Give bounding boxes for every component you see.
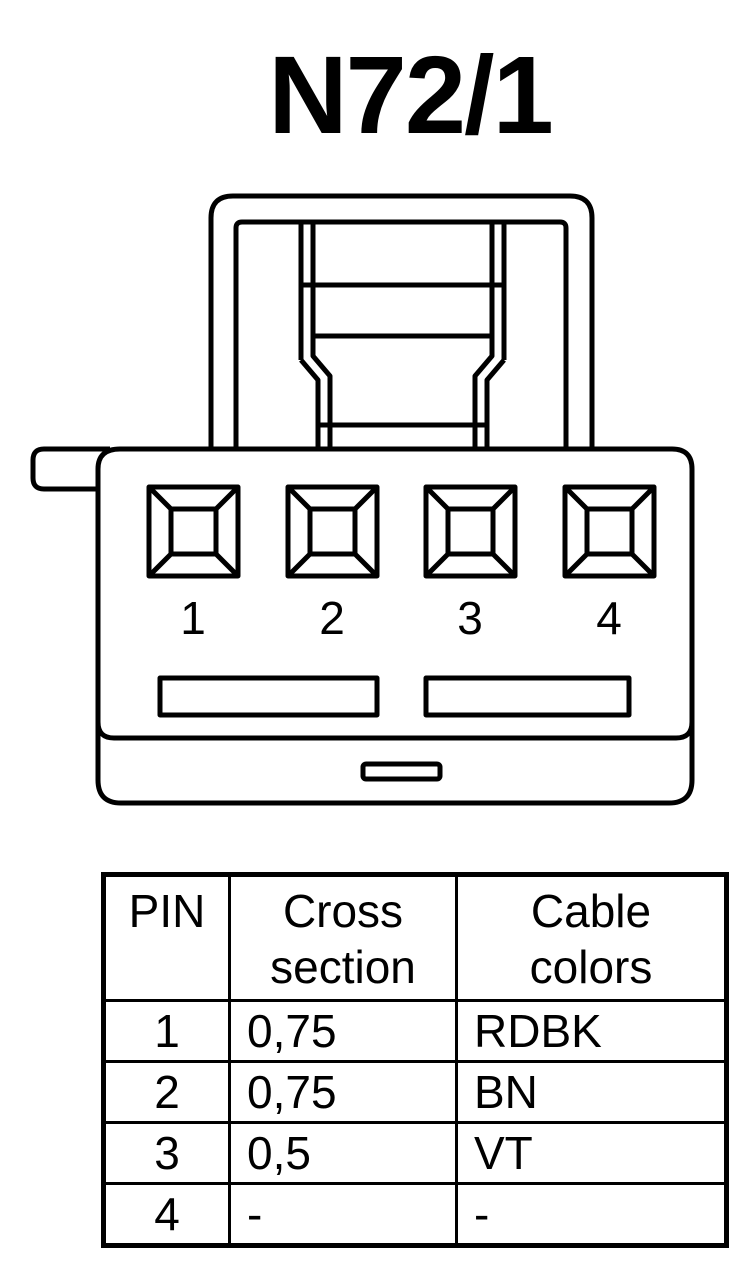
cell-pin: 3 (102, 1121, 231, 1185)
pin-label-2: 2 (319, 592, 345, 644)
header-cable-colors-line1: Cable (530, 885, 652, 937)
header-cable-colors: Cable colors (455, 873, 728, 1002)
connector-diagram: 1 2 3 4 (30, 193, 695, 806)
keying-slot-left (157, 675, 380, 718)
latch-inner (233, 219, 569, 450)
header-cross-section: Cross section (228, 873, 458, 1002)
cell-cross-section: 0,75 (228, 999, 458, 1063)
latch-tongue (298, 222, 507, 450)
cell-pin: 2 (102, 1060, 231, 1124)
header-cable-colors-line2: colors (529, 941, 653, 993)
connector-title: N72/1 (268, 34, 554, 157)
table-row: 4 - - (102, 1182, 728, 1247)
header-pin-label: PIN (128, 885, 206, 937)
connector-ledge (95, 721, 695, 741)
cell-cable-color: VT (455, 1121, 728, 1185)
cell-cross-section: - (228, 1182, 458, 1247)
side-tab (30, 446, 110, 492)
pin-assignment-table: PIN Cross section Cable colors 1 0,75 RD… (101, 872, 729, 1248)
pin-terminal-4 (562, 484, 657, 579)
bottom-slot (360, 761, 443, 782)
pin-label-1: 1 (180, 592, 206, 644)
pin-label-4: 4 (596, 592, 622, 644)
cell-cross-section: 0,5 (228, 1121, 458, 1185)
header-cross-section-line2: section (270, 941, 416, 993)
cell-cable-color: BN (455, 1060, 728, 1124)
table-row: 1 0,75 RDBK (102, 999, 728, 1063)
table-row: 2 0,75 BN (102, 1060, 728, 1124)
cell-pin: 1 (102, 999, 231, 1063)
header-cross-section-line1: Cross (282, 885, 404, 937)
latch-outer (208, 193, 595, 450)
cell-cross-section: 0,75 (228, 1060, 458, 1124)
header-pin: PIN (102, 873, 231, 1002)
table-header-row: PIN Cross section Cable colors (102, 873, 728, 1002)
cell-pin: 4 (102, 1182, 231, 1247)
cell-cable-color: - (455, 1182, 728, 1247)
pin-label-3: 3 (457, 592, 483, 644)
pin-terminal-2 (285, 484, 380, 579)
connector-body (95, 446, 695, 806)
keying-slot-right (423, 675, 632, 718)
pin-terminal-3 (423, 484, 518, 579)
pin-terminal-1 (146, 484, 241, 579)
table-row: 3 0,5 VT (102, 1121, 728, 1185)
cell-cable-color: RDBK (455, 999, 728, 1063)
